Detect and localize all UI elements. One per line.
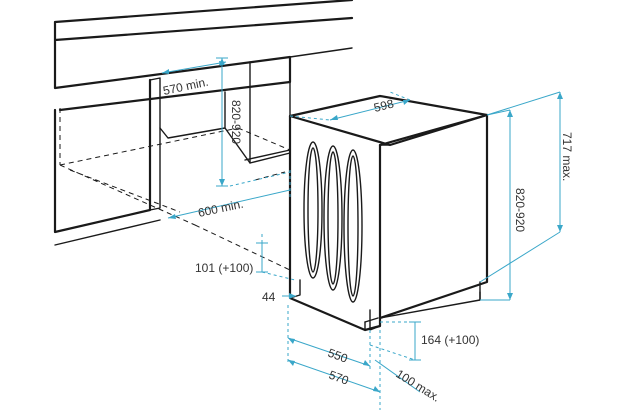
label-570: 570 (327, 368, 351, 388)
label-164-100: 164 (+100) (421, 333, 479, 347)
label-101-100: 101 (+100) (195, 261, 253, 275)
side-rib-1 (303, 141, 323, 279)
side-rib-2 (323, 145, 343, 291)
label-100-max: 100 max. (393, 367, 442, 405)
label-550: 550 (326, 346, 350, 366)
cabinet-side-panel (53, 78, 152, 234)
label-820-920-unit: 820-920 (513, 188, 527, 232)
dimension-lines (161, 57, 563, 410)
label-600-min: 600 min. (197, 197, 245, 220)
hidden-floor-line (59, 127, 291, 271)
label-717-max: 717 max. (560, 132, 574, 181)
dishwasher-unit (288, 94, 489, 332)
dimension-labels: 570 min. 820-920 600 min. 598 717 max. 8… (162, 75, 574, 405)
kitchen-cabinet (53, 0, 354, 271)
label-598: 598 (372, 96, 395, 115)
side-rib-3 (343, 149, 363, 303)
dishwasher-front (378, 113, 489, 320)
label-44: 44 (262, 290, 276, 304)
label-820-920-niche: 820-920 (229, 100, 243, 144)
worktop (53, 0, 354, 112)
